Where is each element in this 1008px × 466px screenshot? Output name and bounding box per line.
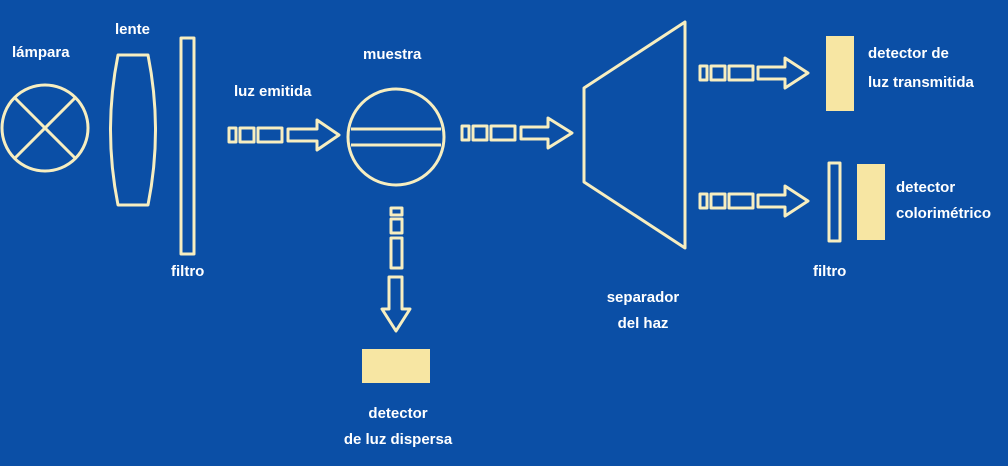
- label-splitter-1: separador: [606, 289, 680, 306]
- beam-to-splitter: [460, 116, 574, 150]
- label-scatter-detector-2: de luz dispersa: [343, 431, 453, 448]
- label-sample: muestra: [363, 46, 422, 63]
- label-transmitted-detector-1: detector de: [868, 45, 949, 62]
- label-filter-bottom: filtro: [813, 263, 847, 280]
- label-filter-top: filtro: [171, 263, 205, 280]
- lens-shape: [109, 53, 157, 207]
- label-scatter-detector-1: detector: [368, 405, 428, 422]
- label-transmitted-detector-2: luz transmitida: [868, 74, 974, 91]
- sample-shape: [346, 87, 446, 187]
- scatter-detector-shape: [362, 349, 430, 383]
- filter-bottom-shape: [827, 161, 842, 243]
- beam-transmitted: [698, 56, 810, 90]
- splitter-shape: [582, 20, 687, 250]
- label-colorimetric-detector-1: detector: [896, 179, 956, 196]
- label-emitted-light: luz emitida: [234, 83, 312, 100]
- label-lamp: lámpara: [12, 44, 70, 61]
- beam-scattered: [380, 206, 412, 333]
- label-splitter-2: del haz: [617, 315, 669, 332]
- filter-top-shape: [179, 36, 196, 256]
- label-lens: lente: [115, 21, 151, 38]
- lamp-icon: [0, 83, 90, 173]
- colorimetric-detector-shape: [857, 164, 885, 240]
- beam-emitted: [227, 118, 341, 152]
- label-colorimetric-detector-2: colorimétrico: [896, 205, 992, 222]
- beam-colorimetric: [698, 184, 810, 218]
- transmitted-detector-shape: [826, 36, 854, 111]
